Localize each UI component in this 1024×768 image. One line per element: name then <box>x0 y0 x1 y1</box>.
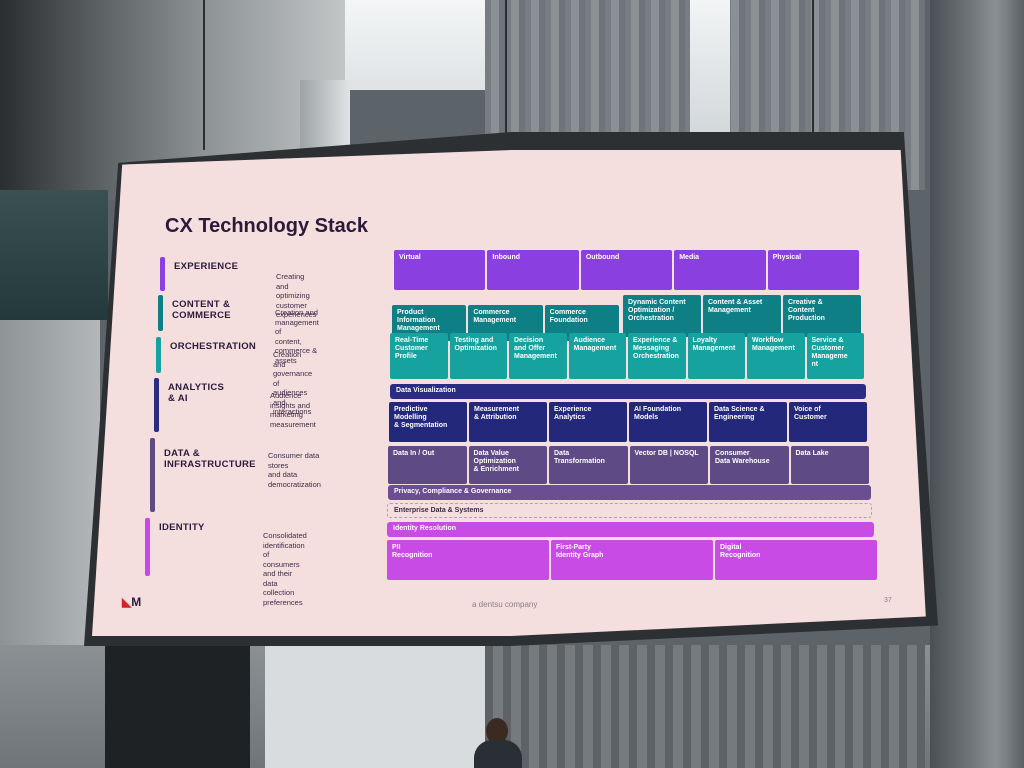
data-cell: Vector DB | NOSQL <box>629 446 708 484</box>
experience-cell: Physical <box>767 250 860 290</box>
data-cell: Data Transformation <box>549 446 628 484</box>
projection-screen: CX Technology Stack EXPERIENCE Creating … <box>92 150 926 636</box>
identity-row: PII Recognition First-Party Identity Gra… <box>387 540 877 580</box>
analytics-cell: AI Foundation Models <box>629 402 707 442</box>
row-description: Consumer data stores and data democratiz… <box>268 451 321 489</box>
dark-doorway <box>105 645 250 768</box>
row-title: EXPERIENCE <box>174 261 239 272</box>
row-description: Creation and management of content, comm… <box>275 308 319 365</box>
lower-glass-facade <box>485 645 925 768</box>
row-title: DATA & INFRASTRUCTURE <box>164 448 256 470</box>
side-window <box>690 0 730 150</box>
presenter <box>470 718 526 768</box>
data-cell: Data In / Out <box>388 446 467 484</box>
presenter-body <box>474 740 522 768</box>
row-color-bar <box>145 518 150 576</box>
analytics-cell: Predictive Modelling & Segmentation <box>389 402 467 442</box>
orchestration-cell: Decision and Offer Management <box>509 333 567 379</box>
suspension-wire <box>812 0 814 138</box>
analytics-cell: Data Science & Engineering <box>709 402 787 442</box>
row-color-bar <box>154 378 159 432</box>
data-cell: Data Lake <box>790 446 869 484</box>
content-cell: Dynamic Content Optimization / Orchestra… <box>623 295 701 337</box>
right-column <box>930 0 1024 768</box>
orchestration-cell: Experience & Messaging Orchestration <box>628 333 686 379</box>
experience-cell: Inbound <box>487 250 579 290</box>
row-description: Creating and optimizing customer experie… <box>276 272 317 319</box>
suspension-wire <box>203 0 205 150</box>
orchestration-cell: Real-Time Customer Profile <box>390 333 448 379</box>
orchestration-cell: Service & Customer Manageme nt <box>806 333 864 379</box>
analytics-cell: Experience Analytics <box>549 402 627 442</box>
suspension-wire <box>505 0 507 160</box>
row-description: Audience insights and marketing measurem… <box>270 391 316 429</box>
data-cell: Data Value Optimization & Enrichment <box>468 446 547 484</box>
presenter-head <box>486 718 508 744</box>
data-infrastructure-row: Data In / Out Data Value Optimization & … <box>388 446 869 484</box>
logo-letter: M <box>131 595 142 609</box>
experience-row: Virtual Inbound Outbound Media Physical <box>394 250 860 290</box>
privacy-governance-bar: Privacy, Compliance & Governance <box>388 485 871 500</box>
logo-mark-icon: ◣ <box>122 595 132 609</box>
experience-cell: Virtual <box>394 250 486 290</box>
data-cell: Consumer Data Warehouse <box>710 446 789 484</box>
orchestration-cell: Audience Management <box>568 333 626 379</box>
analytics-cell: Measurement & Attribution <box>469 402 547 442</box>
row-color-bar <box>156 337 161 373</box>
identity-cell: First-Party Identity Graph <box>551 540 713 580</box>
lower-wall <box>265 645 485 768</box>
identity-cell: PII Recognition <box>387 540 549 580</box>
glass-balcony <box>0 190 108 320</box>
experience-cell: Media <box>674 250 766 290</box>
identity-resolution-bar: Identity Resolution <box>387 522 874 537</box>
skylight-window <box>345 0 485 90</box>
analytics-row: Predictive Modelling & Segmentation Meas… <box>389 402 867 442</box>
content-cell: Content & Asset Management <box>703 295 781 337</box>
data-visualization-bar: Data Visualization <box>390 384 866 399</box>
row-description: Creation and governance of audiences and… <box>273 350 313 416</box>
experience-cell: Outbound <box>580 250 673 290</box>
row-color-bar <box>158 295 163 331</box>
identity-cell: Digital Recognition <box>715 540 877 580</box>
row-title: ORCHESTRATION <box>170 341 257 352</box>
footer-company: a dentsu company <box>472 600 538 609</box>
orchestration-row: Real-Time Customer Profile Testing and O… <box>390 333 864 379</box>
enterprise-data-bar: Enterprise Data & Systems <box>387 503 872 518</box>
orchestration-cell: Loyalty Management <box>687 333 745 379</box>
content-commerce-right-group: Dynamic Content Optimization / Orchestra… <box>623 295 861 337</box>
orchestration-cell: Testing and Optimization <box>449 333 507 379</box>
row-title: IDENTITY <box>159 522 205 533</box>
analytics-cell: Voice of Customer <box>789 402 867 442</box>
page-number: 37 <box>884 597 892 604</box>
row-color-bar <box>150 438 155 512</box>
row-color-bar <box>160 257 165 291</box>
merkle-logo: ◣M <box>122 595 141 609</box>
row-description: Consolidated identification of consumers… <box>263 531 307 607</box>
row-title: CONTENT & COMMERCE <box>172 299 231 321</box>
row-title: ANALYTICS & AI <box>168 382 225 404</box>
orchestration-cell: Workflow Management <box>747 333 805 379</box>
content-cell: Creative & Content Production <box>783 295 861 337</box>
slide-title: CX Technology Stack <box>165 215 369 237</box>
